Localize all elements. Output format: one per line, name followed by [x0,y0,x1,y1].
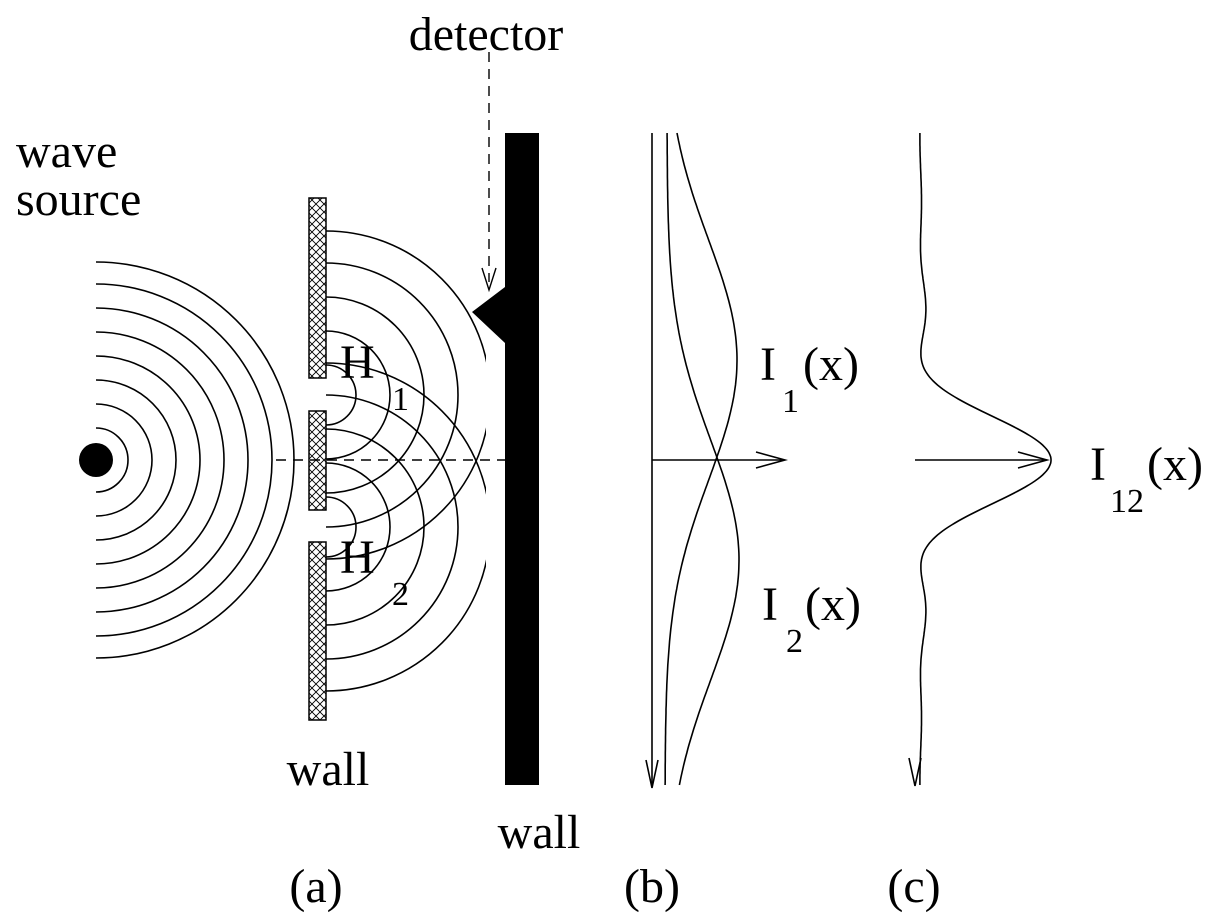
wave-source-label-line2: source [16,173,141,226]
panel-c: I 12 (x) (c) [887,133,1203,913]
i2-label: I [762,578,778,631]
detector-screen-wall [505,133,539,785]
i12-subscript: 12 [1110,483,1144,520]
panel-b-label: (b) [624,860,680,913]
i12-label: I [1090,438,1106,491]
i1-subscript: 1 [782,383,799,420]
i1-label: I [760,338,776,391]
hole1-subscript: 1 [392,381,409,418]
i2-argument: (x) [805,578,861,631]
i2-subscript: 2 [786,623,803,660]
i12-interference-curve [919,133,1052,785]
detector-wall-label: wall [498,806,581,859]
panel-c-label: (c) [887,860,940,913]
panel-c-arrowhead [1017,451,1051,469]
slit-wall-label: wall [287,743,370,796]
source-wavefronts [96,261,295,659]
i2-curve [666,133,740,786]
wave-source-dot [79,443,113,477]
panel-a: detector wave source H 1 H 2 wall wall (… [16,8,581,913]
hole2-wavefronts [326,362,486,692]
detector-triangle [472,287,505,343]
panel-b-axis-arrowhead [645,759,659,789]
panel-c-axis-arrowhead [908,757,922,787]
detector-pointer-arrowhead [481,267,497,293]
panel-b: I 1 (x) I 2 (x) (b) [624,132,861,913]
i1-curve [664,132,738,786]
hole2-label: H [340,531,375,584]
hole2-subscript: 2 [392,576,409,613]
wave-source-label-line1: wave [16,125,117,178]
i12-argument: (x) [1147,438,1203,491]
hole1-label: H [340,336,375,389]
panel-a-label: (a) [289,860,342,913]
detector-label: detector [409,8,564,61]
i1-argument: (x) [803,338,859,391]
panel-b-arrowhead [755,451,789,469]
slit-wall [308,197,327,721]
